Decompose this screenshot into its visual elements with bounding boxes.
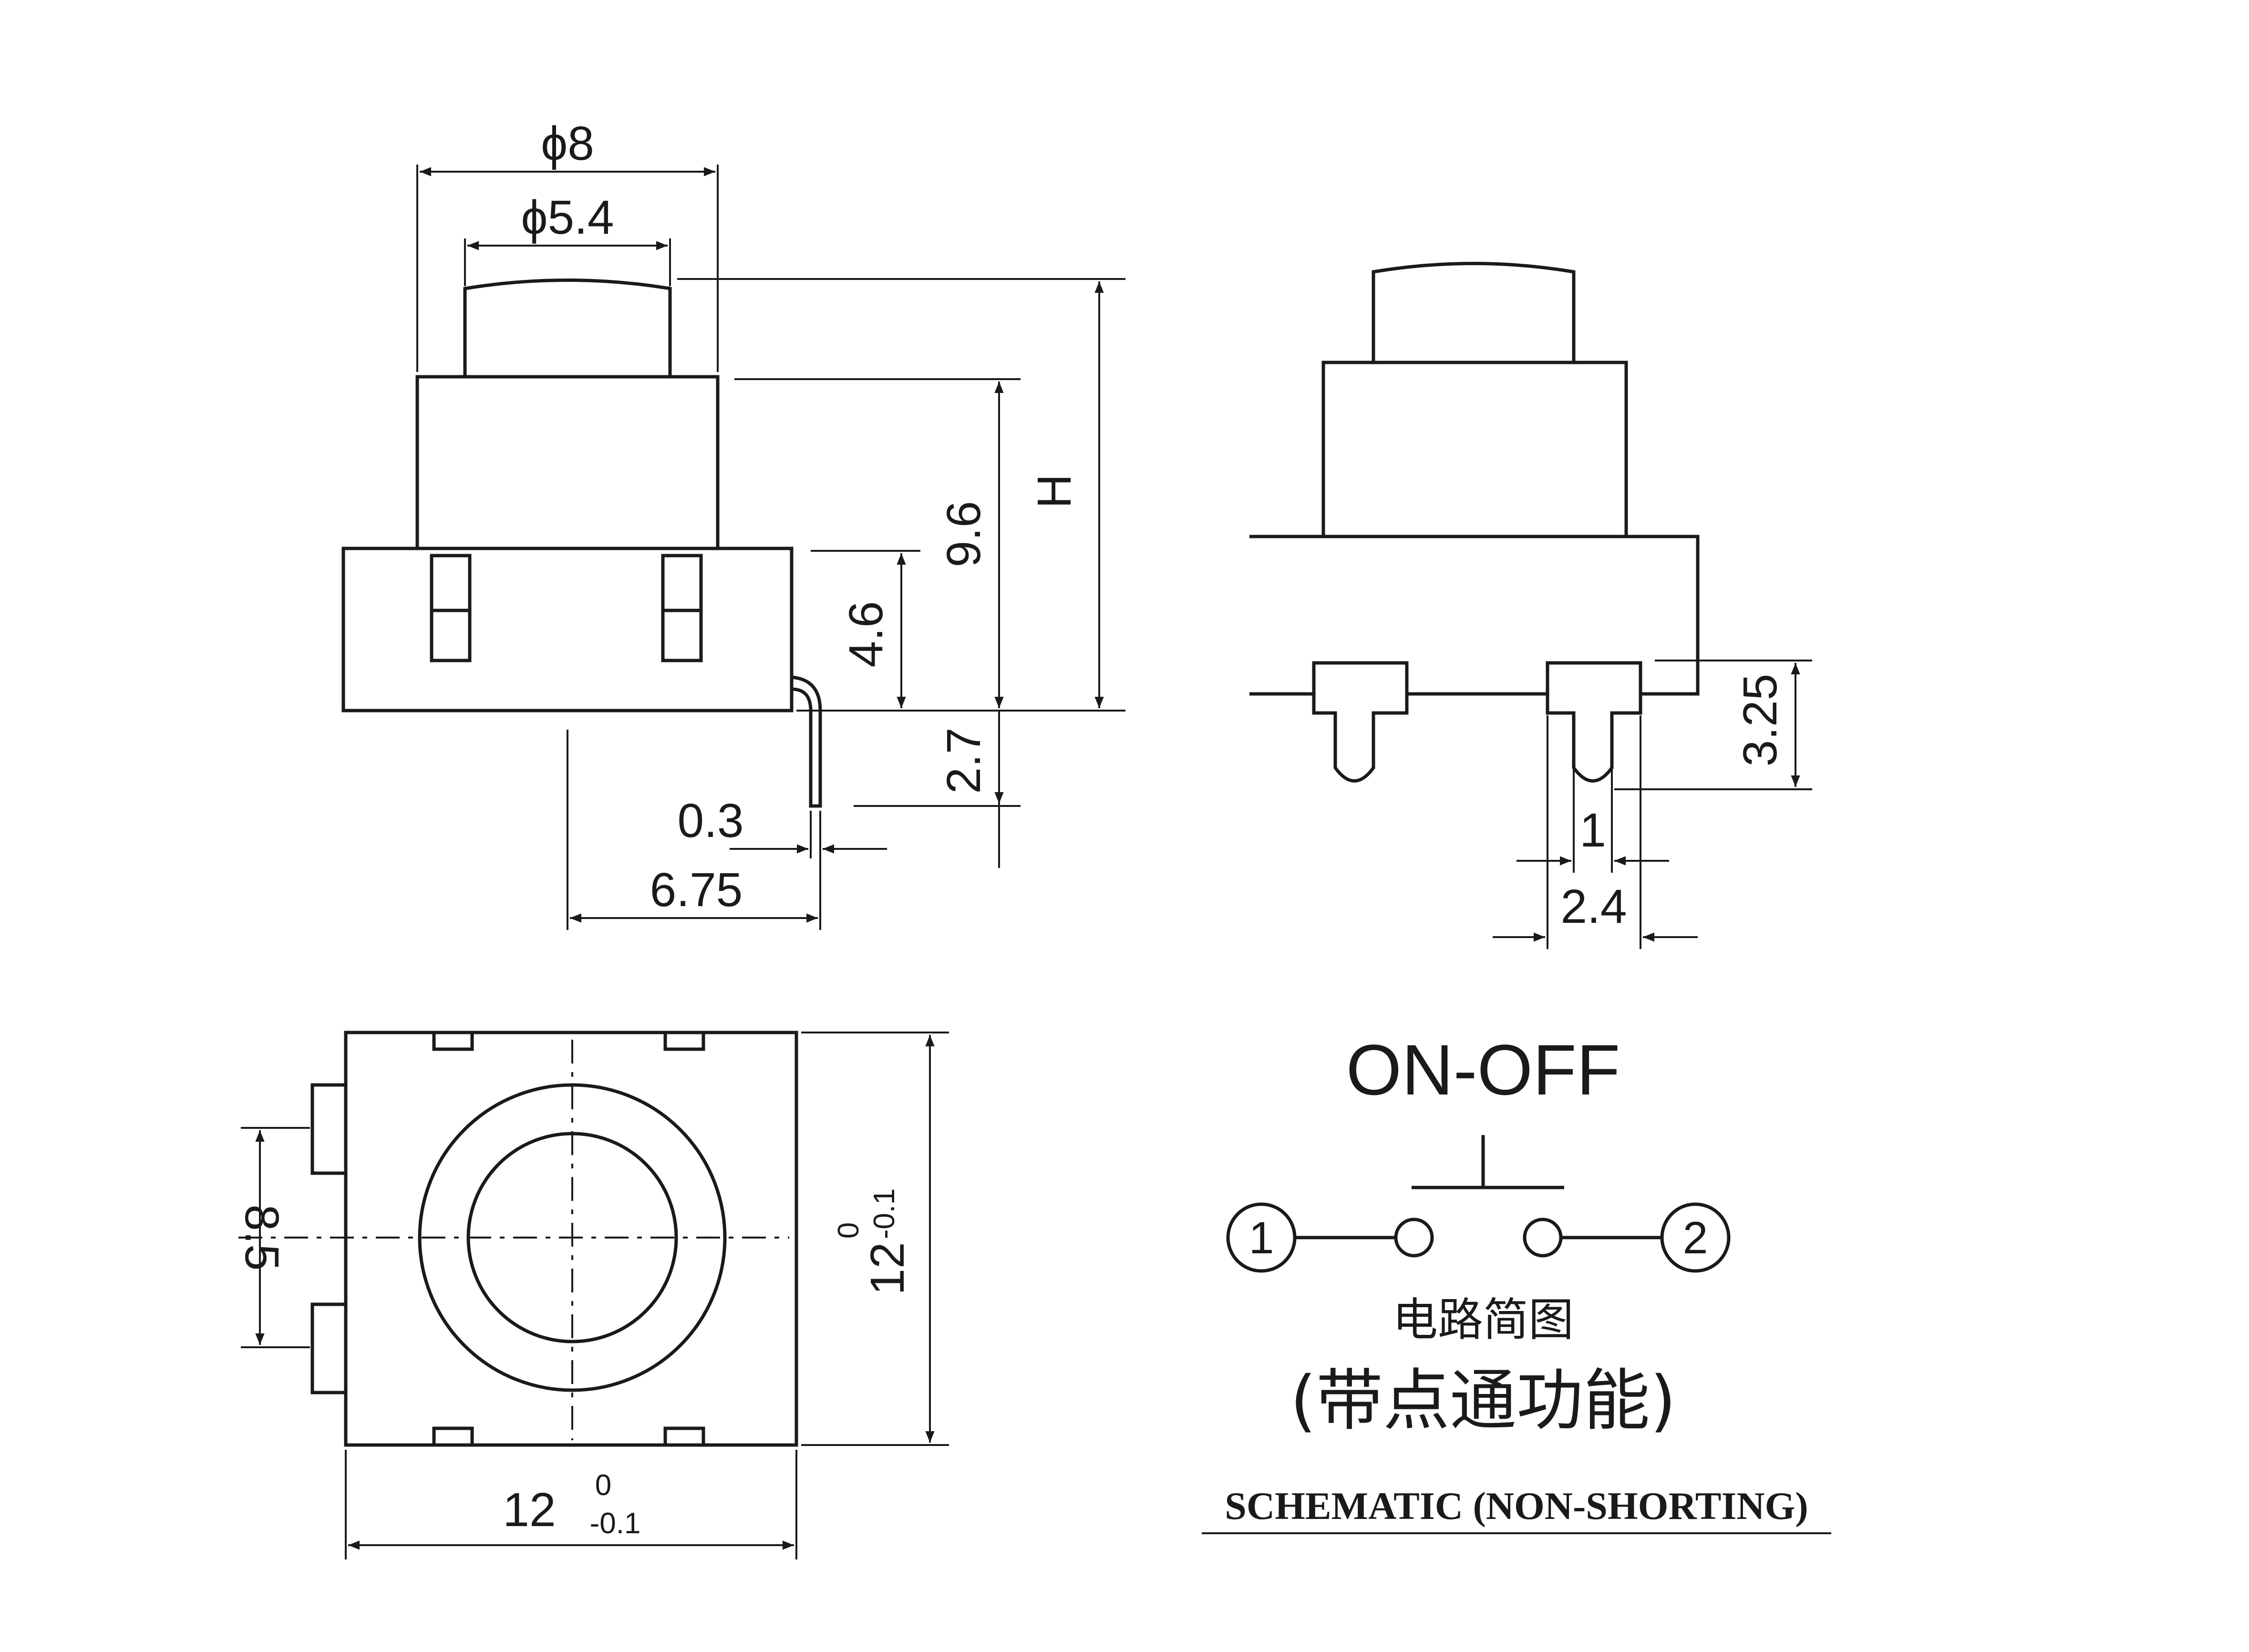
- top-notch-br: [663, 1426, 705, 1447]
- dim-85-label: 8.5: [235, 1204, 289, 1270]
- front-slot-right-upper: [661, 554, 703, 612]
- front-slot-left-lower: [430, 609, 472, 662]
- dim-12-horizontal-tol-lower: -0.1: [590, 1507, 641, 1540]
- top-dimensions: 8.5 12 0 -0.1 12 0 -0.1: [235, 1032, 949, 1559]
- side-terminal-right: [1546, 661, 1642, 783]
- front-view: [341, 279, 822, 808]
- top-view: [238, 1031, 798, 1447]
- pin2-label: 2: [1683, 1213, 1708, 1263]
- dim-12-vertical: 12: [861, 1242, 914, 1295]
- dim-325-label: 3.25: [1733, 674, 1787, 767]
- front-cap: [463, 279, 672, 377]
- side-housing: [1321, 361, 1628, 538]
- front-slot-right-lower: [661, 609, 703, 662]
- front-housing: [415, 375, 720, 550]
- dim-h-label: H: [1028, 474, 1081, 508]
- front-base: [341, 547, 794, 712]
- dim-675-label: 6.75: [650, 863, 743, 917]
- top-notch-tl: [432, 1031, 474, 1051]
- top-outer-ring: [418, 1083, 727, 1392]
- front-slot-left-upper: [430, 554, 472, 612]
- dim-phi54-label: ϕ5.4: [521, 191, 614, 244]
- dim-1-label: 1: [1579, 804, 1606, 857]
- pin1-label: 1: [1249, 1213, 1274, 1263]
- side-view: [1249, 262, 1700, 783]
- top-body: [344, 1031, 798, 1447]
- dim-12-horizontal: 12: [503, 1483, 556, 1537]
- front-dimensions: ϕ8 ϕ5.4 H 9.6 4.6 2.7 0.3 6.75: [416, 117, 1125, 930]
- top-terminal-lower: [310, 1302, 348, 1394]
- contact-left: [1394, 1218, 1434, 1258]
- contact-right: [1523, 1218, 1563, 1258]
- schematic-title: ON-OFF: [1346, 1030, 1620, 1110]
- top-terminal-upper: [310, 1083, 348, 1175]
- schematic-caption-cn: 电路简图: [1393, 1294, 1574, 1346]
- dim-27-label: 2.7: [937, 727, 990, 794]
- side-dimensions: 3.25 1 2.4: [1493, 660, 1812, 949]
- dim-12-vertical-tol-lower: -0.1: [868, 1188, 901, 1239]
- top-notch-tr: [663, 1031, 705, 1051]
- dim-96-label: 9.6: [937, 501, 990, 567]
- schematic-caption-en: SCHEMATIC (NON-SHORTING): [1225, 1484, 1808, 1528]
- dim-03-label: 0.3: [677, 794, 743, 847]
- side-base: [1249, 535, 1700, 696]
- dim-12-vertical-tol-upper: 0: [832, 1222, 865, 1239]
- pin2-marker: [1660, 1202, 1731, 1273]
- schematic: ON-OFF 1 2 电路简图 (带点通功能) SCHEMATIC (NON-S…: [1202, 1030, 1831, 1534]
- dim-12-horizontal-tol-upper: 0: [595, 1469, 611, 1502]
- side-cap: [1372, 262, 1576, 362]
- front-terminal-pin: [791, 675, 822, 808]
- dim-phi8-label: ϕ8: [541, 117, 594, 170]
- dim-24-label: 2.4: [1560, 880, 1627, 933]
- top-notch-bl: [432, 1426, 474, 1447]
- dim-46-label: 4.6: [839, 601, 893, 667]
- side-terminal-left: [1312, 661, 1409, 783]
- schematic-caption-cn2: (带点通功能): [1290, 1362, 1676, 1440]
